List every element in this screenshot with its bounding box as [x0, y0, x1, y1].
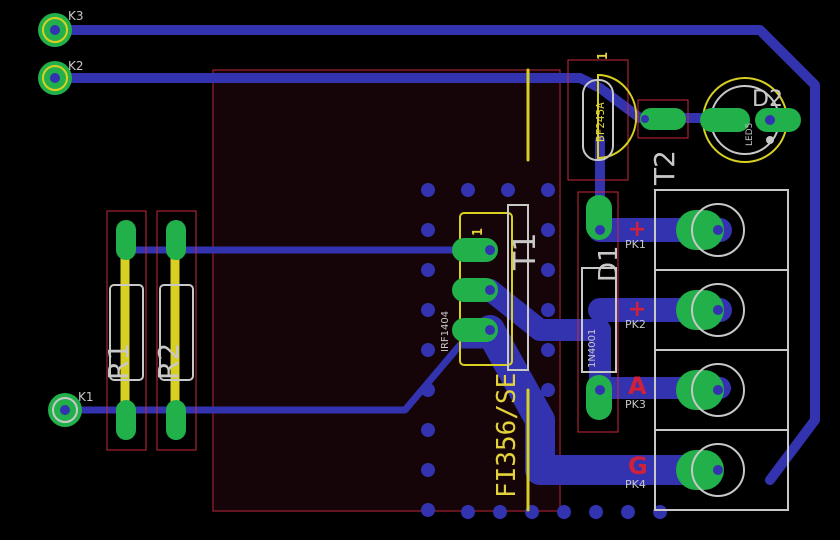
- t1-value: IRF1404: [440, 311, 451, 352]
- trace-drain: [475, 315, 715, 485]
- t1-pin1: 1: [471, 228, 486, 236]
- pk-sign: +: [628, 217, 646, 242]
- k3-label: K3: [68, 9, 84, 23]
- t2-value: BF245A: [594, 102, 607, 142]
- t2-body: [597, 73, 638, 160]
- resistor-pads: [116, 220, 186, 440]
- t2-pin1: 1: [596, 52, 611, 60]
- pk-label: PK3: [625, 398, 646, 411]
- pk-pad: [676, 210, 724, 250]
- trace-source: [479, 279, 611, 401]
- top-copper-traces: [120, 68, 530, 512]
- heatsink-outline: [212, 69, 561, 512]
- d2-value: LED5: [745, 123, 755, 146]
- pk-label: PK2: [625, 318, 646, 331]
- r2-outline: [156, 210, 197, 451]
- pk-pad: [676, 370, 724, 410]
- t1-name: T1: [508, 233, 543, 271]
- pk-pad: [676, 450, 724, 490]
- d2-name: D2: [752, 87, 783, 112]
- heatsink-label: FI356/SE: [492, 373, 522, 498]
- d1-value: 1N4001: [587, 329, 598, 368]
- connector-pads: [38, 13, 82, 427]
- k1-label: K1: [78, 390, 94, 404]
- d1-outline: [577, 191, 619, 433]
- trace-k3: [50, 25, 820, 485]
- r2-label: R2: [152, 343, 185, 380]
- t1-pads: [452, 238, 498, 342]
- d1-name: D1: [594, 245, 624, 282]
- pk-sign: +: [628, 297, 646, 322]
- pk-label: PK1: [625, 238, 646, 251]
- t2-name: T2: [648, 150, 681, 186]
- pk-label: PK4: [625, 478, 646, 491]
- via-dots: [421, 183, 667, 519]
- pk-sign: A: [628, 372, 647, 400]
- r1-label: R1: [102, 343, 135, 380]
- r1-outline: [106, 210, 147, 451]
- trace-k1: [61, 341, 494, 414]
- k2-label: K2: [68, 59, 84, 73]
- pk-pads: [676, 203, 745, 497]
- pk-sign: G: [628, 452, 648, 480]
- pk-pad: [676, 290, 724, 330]
